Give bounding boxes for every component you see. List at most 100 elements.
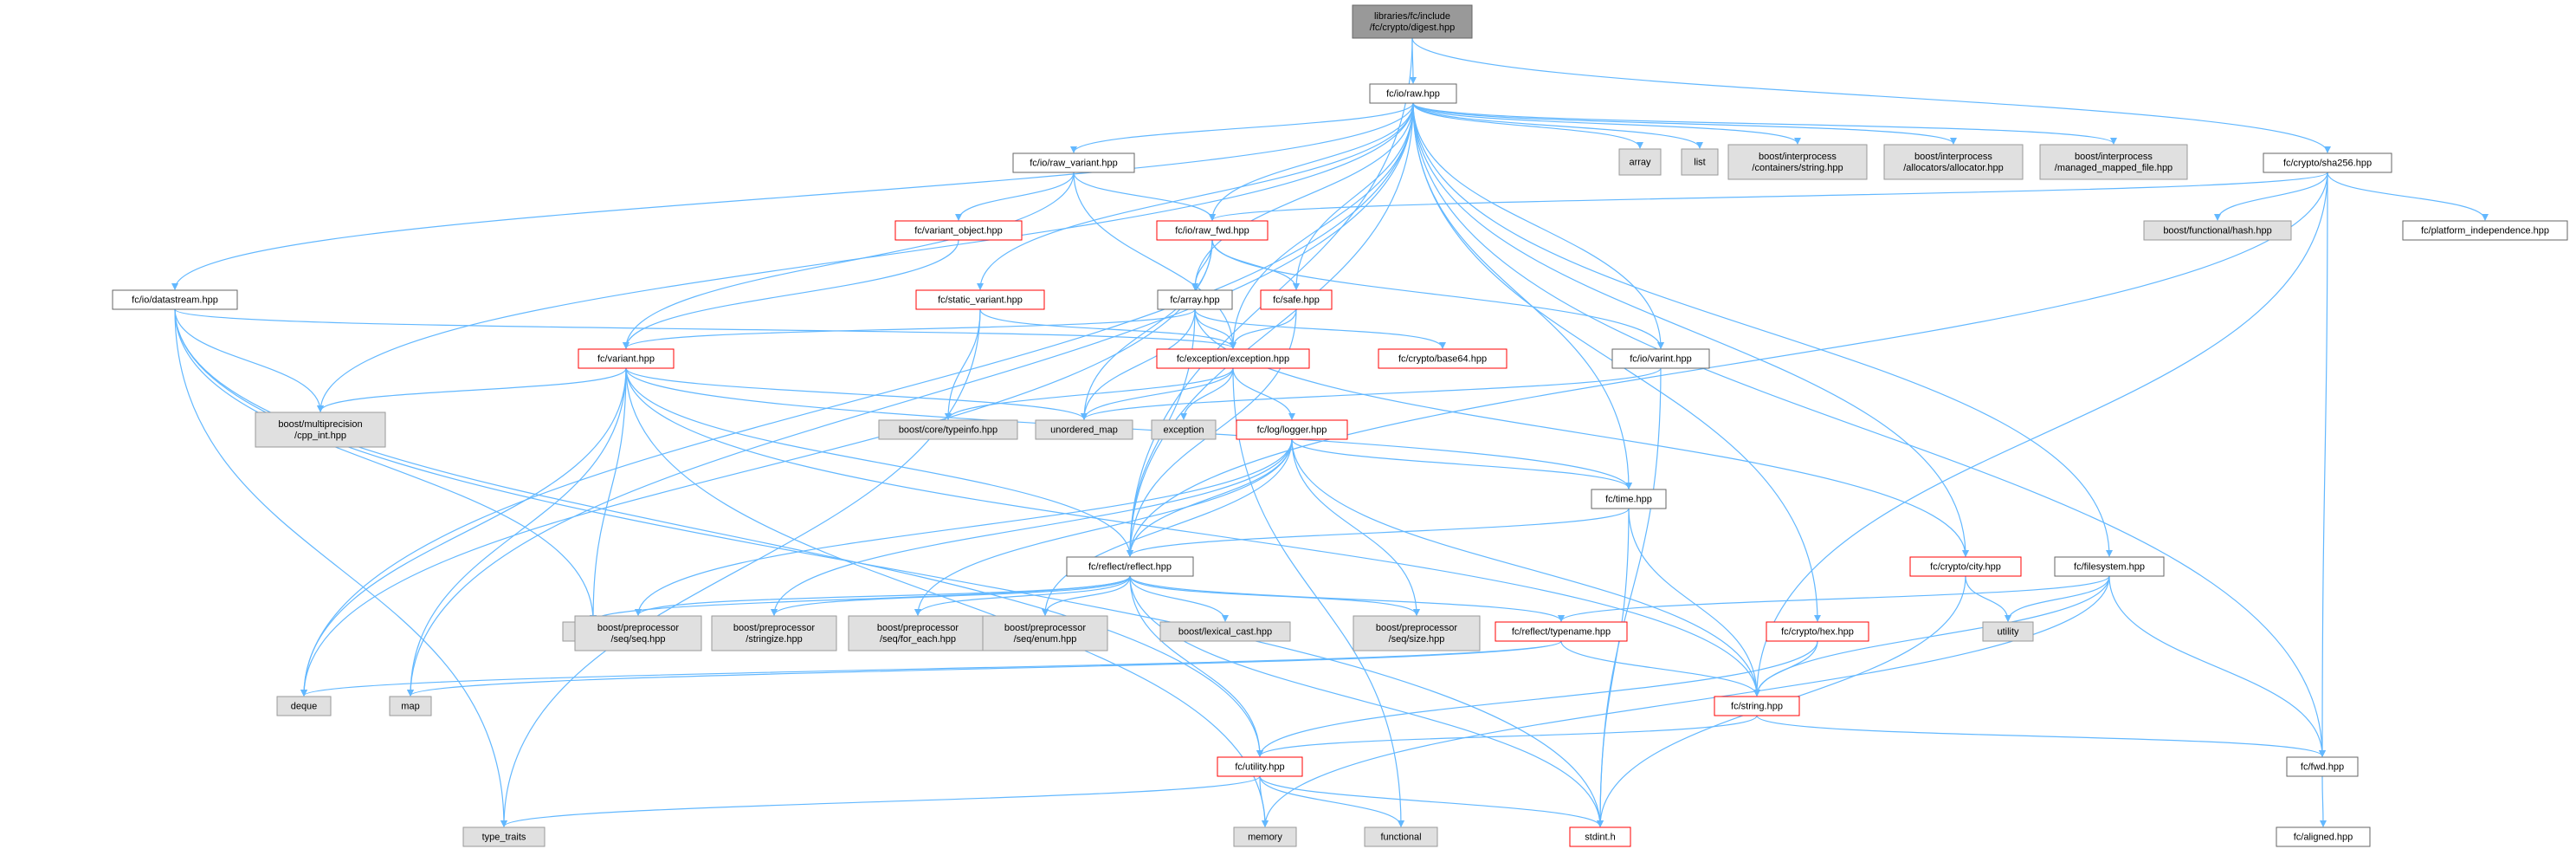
- node-city[interactable]: fc/crypto/city.hpp: [1909, 556, 2022, 577]
- node-pp_stringize[interactable]: boost/preprocessor/stringize.hpp: [711, 615, 837, 651]
- edge-raw-to-raw_variant: [1070, 102, 1414, 153]
- node-sha256[interactable]: fc/crypto/sha256.hpp: [2263, 152, 2392, 173]
- node-box[interactable]: [1495, 621, 1628, 642]
- node-box[interactable]: [848, 615, 988, 651]
- node-exception_sys[interactable]: exception: [1151, 419, 1217, 440]
- node-varint[interactable]: fc/io/varint.hpp: [1611, 348, 1710, 369]
- node-array_hpp[interactable]: fc/array.hpp: [1157, 289, 1233, 310]
- node-pp_seq[interactable]: boost/preprocessor/seq/seq.hpp: [574, 615, 702, 651]
- node-box[interactable]: [1217, 756, 1303, 777]
- node-type_traits[interactable]: type_traits: [462, 826, 546, 847]
- node-variant_object[interactable]: fc/variant_object.hpp: [894, 220, 1023, 241]
- node-box[interactable]: [574, 615, 702, 651]
- node-hex[interactable]: fc/crypto/hex.hpp: [1766, 621, 1869, 642]
- node-safe[interactable]: fc/safe.hpp: [1260, 289, 1333, 310]
- node-box[interactable]: [1157, 289, 1233, 310]
- node-box[interactable]: [2263, 152, 2392, 173]
- node-box[interactable]: [1066, 556, 1194, 577]
- node-filesystem[interactable]: fc/filesystem.hpp: [2054, 556, 2165, 577]
- node-static_variant[interactable]: fc/static_variant.hpp: [915, 289, 1045, 310]
- node-box[interactable]: [982, 615, 1108, 651]
- node-box[interactable]: [1611, 348, 1710, 369]
- node-lexical_cast[interactable]: boost/lexical_cast.hpp: [1159, 621, 1291, 642]
- node-datastream[interactable]: fc/io/datastream.hpp: [112, 289, 238, 310]
- node-box[interactable]: [1982, 621, 2034, 642]
- node-box[interactable]: [1569, 826, 1631, 847]
- node-box[interactable]: [1883, 144, 2024, 180]
- node-pp_enum[interactable]: boost/preprocessor/seq/enum.hpp: [982, 615, 1108, 651]
- node-box[interactable]: [1766, 621, 1869, 642]
- node-box[interactable]: [578, 348, 675, 369]
- node-box[interactable]: [112, 289, 238, 310]
- node-box[interactable]: [878, 419, 1018, 440]
- node-box[interactable]: [1353, 615, 1481, 651]
- node-box[interactable]: [1035, 419, 1133, 440]
- node-box[interactable]: [894, 220, 1023, 241]
- node-logger[interactable]: fc/log/logger.hpp: [1236, 419, 1348, 440]
- node-box[interactable]: [1909, 556, 2022, 577]
- node-time[interactable]: fc/time.hpp: [1591, 489, 1667, 509]
- node-raw_fwd[interactable]: fc/io/raw_fwd.hpp: [1156, 220, 1269, 241]
- node-typename[interactable]: fc/reflect/typename.hpp: [1495, 621, 1628, 642]
- node-box[interactable]: [1156, 220, 1269, 241]
- node-box[interactable]: [711, 615, 837, 651]
- node-pp_for_each[interactable]: boost/preprocessor/seq/for_each.hpp: [848, 615, 988, 651]
- node-platform_ind[interactable]: fc/platform_independence.hpp: [2402, 220, 2568, 241]
- node-fwd[interactable]: fc/fwd.hpp: [2286, 756, 2359, 777]
- node-box[interactable]: [1378, 348, 1508, 369]
- node-map[interactable]: map: [389, 696, 432, 716]
- node-box[interactable]: [1260, 289, 1333, 310]
- node-list_sys[interactable]: list: [1681, 148, 1719, 176]
- node-box[interactable]: [1364, 826, 1438, 847]
- node-string_hpp[interactable]: fc/string.hpp: [1714, 696, 1800, 716]
- node-box[interactable]: [1151, 419, 1217, 440]
- node-box[interactable]: [1618, 148, 1662, 176]
- node-base64[interactable]: fc/crypto/base64.hpp: [1378, 348, 1508, 369]
- node-raw[interactable]: fc/io/raw.hpp: [1369, 83, 1457, 104]
- node-box[interactable]: [1012, 152, 1135, 173]
- node-exception[interactable]: fc/exception/exception.hpp: [1156, 348, 1310, 369]
- node-digest[interactable]: libraries/fc/include/fc/crypto/digest.hp…: [1352, 4, 1473, 39]
- node-box[interactable]: [1352, 4, 1473, 39]
- node-box[interactable]: [1591, 489, 1667, 509]
- node-box[interactable]: [1369, 83, 1457, 104]
- node-box[interactable]: [255, 412, 386, 448]
- node-memory[interactable]: memory: [1233, 826, 1297, 847]
- node-unordered_map[interactable]: unordered_map: [1035, 419, 1133, 440]
- node-stdint[interactable]: stdint.h: [1569, 826, 1631, 847]
- node-box[interactable]: [1727, 144, 1868, 180]
- node-box[interactable]: [1681, 148, 1719, 176]
- node-pp_size[interactable]: boost/preprocessor/seq/size.hpp: [1353, 615, 1481, 651]
- node-box[interactable]: [1156, 348, 1310, 369]
- node-reflect[interactable]: fc/reflect/reflect.hpp: [1066, 556, 1194, 577]
- node-box[interactable]: [2054, 556, 2165, 577]
- node-array_sys[interactable]: array: [1618, 148, 1662, 176]
- node-ip_string[interactable]: boost/interprocess/containers/string.hpp: [1727, 144, 1868, 180]
- node-box[interactable]: [1714, 696, 1800, 716]
- node-box[interactable]: [1159, 621, 1291, 642]
- node-box[interactable]: [1233, 826, 1297, 847]
- node-functional[interactable]: functional: [1364, 826, 1438, 847]
- node-deque[interactable]: deque: [276, 696, 332, 716]
- node-typeinfo[interactable]: boost/core/typeinfo.hpp: [878, 419, 1018, 440]
- node-ip_alloc[interactable]: boost/interprocess/allocators/allocator.…: [1883, 144, 2024, 180]
- node-box[interactable]: [462, 826, 546, 847]
- node-utility_hpp[interactable]: fc/utility.hpp: [1217, 756, 1303, 777]
- node-fhash[interactable]: boost/functional/hash.hpp: [2143, 220, 2292, 241]
- node-box[interactable]: [2402, 220, 2568, 241]
- node-utility_sys[interactable]: utility: [1982, 621, 2034, 642]
- node-box[interactable]: [389, 696, 432, 716]
- node-box[interactable]: [2276, 826, 2371, 847]
- node-box[interactable]: [1236, 419, 1348, 440]
- node-ip_mmf[interactable]: boost/interprocess/managed_mapped_file.h…: [2039, 144, 2188, 180]
- node-box[interactable]: [2039, 144, 2188, 180]
- node-box[interactable]: [915, 289, 1045, 310]
- node-raw_variant[interactable]: fc/io/raw_variant.hpp: [1012, 152, 1135, 173]
- node-box[interactable]: [2143, 220, 2292, 241]
- node-box[interactable]: [2286, 756, 2359, 777]
- node-cpp_int[interactable]: boost/multiprecision/cpp_int.hpp: [255, 412, 386, 448]
- edge-raw-to-fwd: [1412, 102, 2326, 757]
- node-variant[interactable]: fc/variant.hpp: [578, 348, 675, 369]
- node-aligned[interactable]: fc/aligned.hpp: [2276, 826, 2371, 847]
- node-box[interactable]: [276, 696, 332, 716]
